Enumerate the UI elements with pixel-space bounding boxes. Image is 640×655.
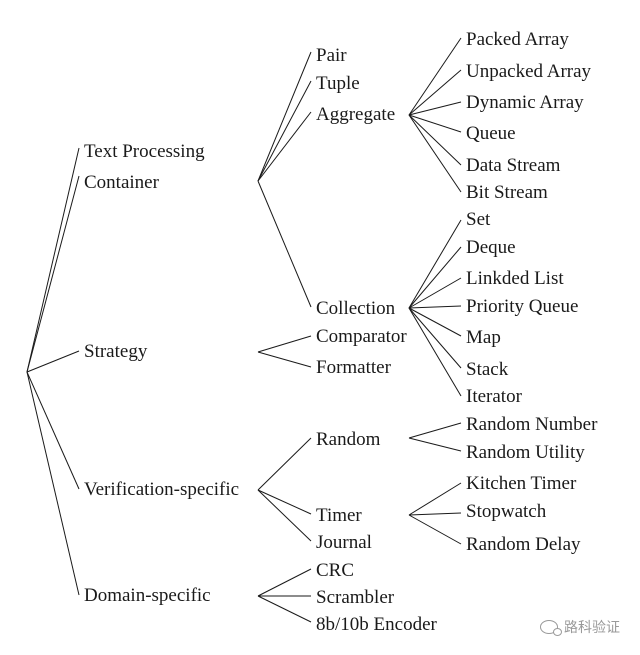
- verification-edge-1: [257, 489, 312, 515]
- node-scrambler: Scrambler: [316, 587, 395, 608]
- node-set: Set: [466, 209, 491, 230]
- container-edge-3: [257, 180, 312, 308]
- node-deque: Deque: [466, 237, 516, 258]
- node-timer: Timer: [316, 505, 362, 526]
- collection-edge-3: [408, 305, 462, 309]
- timer-edge-2: [408, 514, 462, 545]
- watermark-text: 路科验证: [564, 620, 620, 636]
- node-formatter: Formatter: [316, 357, 392, 378]
- node-journal: Journal: [316, 532, 372, 553]
- domain-edge-0: [257, 568, 312, 597]
- root-edge-1: [26, 175, 80, 373]
- node-random: Random: [316, 429, 381, 450]
- collection-edge-2: [408, 277, 462, 309]
- node-random-utility: Random Utility: [466, 442, 585, 463]
- collection-edge-4: [408, 307, 462, 337]
- node-stopwatch: Stopwatch: [466, 501, 547, 522]
- strategy-edge-0: [257, 335, 312, 353]
- node-domain-specific: Domain-specific: [84, 585, 211, 606]
- node-queue: Queue: [466, 123, 516, 144]
- aggregate-edge-1: [408, 69, 462, 116]
- collection-edge-5: [408, 307, 462, 369]
- strategy-edge-1: [257, 351, 312, 368]
- timer-edge-1: [408, 512, 462, 516]
- aggregate-edge-0: [408, 37, 462, 116]
- container-edge-0: [257, 51, 312, 182]
- node-iterator: Iterator: [466, 386, 523, 407]
- tree-edges: [26, 37, 462, 623]
- container-edge-1: [257, 80, 312, 182]
- aggregate-edge-4: [408, 114, 462, 166]
- node-unpacked-array: Unpacked Array: [466, 61, 592, 82]
- node-random-number: Random Number: [466, 414, 598, 435]
- node-map: Map: [466, 327, 501, 348]
- node-stack: Stack: [466, 359, 509, 380]
- random-edge-0: [408, 422, 462, 439]
- aggregate-edge-3: [408, 114, 462, 133]
- node-tuple: Tuple: [316, 73, 360, 94]
- verification-edge-2: [257, 489, 312, 542]
- node-packed-array: Packed Array: [466, 29, 569, 50]
- root-edge-2: [26, 350, 80, 373]
- node-kitchen-timer: Kitchen Timer: [466, 473, 577, 494]
- node-8b10b-encoder: 8b/10b Encoder: [316, 614, 438, 635]
- root-edge-0: [26, 147, 80, 373]
- timer-edge-0: [408, 482, 462, 516]
- node-collection: Collection: [316, 298, 396, 319]
- node-random-delay: Random Delay: [466, 534, 581, 555]
- random-edge-1: [408, 437, 462, 452]
- verification-edge-0: [257, 437, 312, 491]
- node-crc: CRC: [316, 560, 354, 581]
- aggregate-edge-5: [408, 114, 462, 193]
- node-dynamic-array: Dynamic Array: [466, 92, 584, 113]
- node-verification-specific: Verification-specific: [84, 479, 239, 500]
- node-data-stream: Data Stream: [466, 155, 561, 176]
- node-bit-stream: Bit Stream: [466, 182, 548, 203]
- node-comparator: Comparator: [316, 326, 407, 347]
- node-container: Container: [84, 172, 160, 193]
- root-edge-4: [26, 371, 80, 596]
- aggregate-edge-2: [408, 101, 462, 116]
- collection-edge-1: [408, 246, 462, 309]
- container-edge-2: [257, 111, 312, 182]
- domain-edge-2: [257, 595, 312, 623]
- root-edge-3: [26, 371, 80, 490]
- node-strategy: Strategy: [84, 341, 148, 362]
- node-text-processing: Text Processing: [84, 141, 205, 162]
- collection-edge-6: [408, 307, 462, 397]
- wechat-icon: [540, 620, 562, 636]
- node-linked-list: Linkded List: [466, 268, 564, 289]
- node-aggregate: Aggregate: [316, 104, 395, 125]
- node-priority-queue: Priority Queue: [466, 296, 578, 317]
- tree-labels: Text Processing Container Strategy Verif…: [84, 29, 598, 635]
- node-pair: Pair: [316, 45, 347, 66]
- collection-edge-0: [408, 219, 462, 309]
- watermark: 路科验证: [540, 617, 620, 637]
